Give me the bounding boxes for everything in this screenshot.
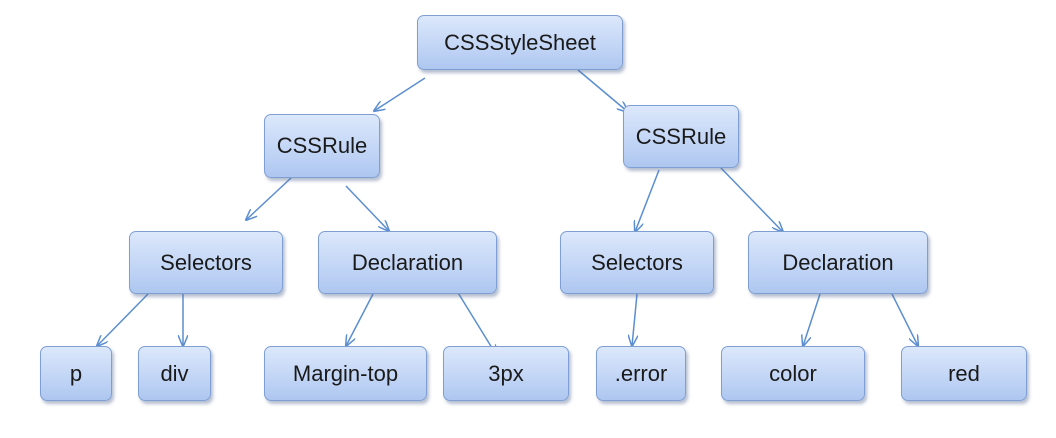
- edge-selectors-right-to-error: [632, 293, 637, 346]
- edge-rule-right-to-declaration: [720, 167, 783, 232]
- node-selectors-left: Selectors: [129, 231, 283, 294]
- edge-selectors-left-to-p: [97, 293, 149, 346]
- node-declaration-left: Declaration: [318, 231, 497, 294]
- node-color: color: [721, 346, 865, 401]
- node-selectors-right: Selectors: [560, 231, 714, 294]
- node-cssrule-right: CSSRule: [623, 105, 739, 168]
- edge-root-to-rule-right: [577, 69, 628, 112]
- edge-declaration-right-to-color: [803, 293, 821, 346]
- edge-rule-right-to-selectors: [635, 169, 660, 232]
- edge-declaration-left-to-margin-top: [346, 293, 374, 346]
- node-div: div: [138, 346, 211, 401]
- node-cssstylesheet: CSSStyleSheet: [417, 15, 623, 70]
- node-3px: 3px: [443, 346, 569, 401]
- node-margin-top: Margin-top: [264, 346, 427, 401]
- node-declaration-right: Declaration: [748, 231, 928, 294]
- edge-rule-left-to-selectors: [246, 177, 292, 220]
- edge-root-to-rule-left: [374, 77, 426, 111]
- edge-declaration-left-to-3px: [451, 282, 497, 356]
- node-error: .error: [596, 346, 686, 401]
- node-red: red: [901, 346, 1027, 401]
- edge-declaration-right-to-red: [891, 293, 918, 346]
- node-cssrule-left: CSSRule: [264, 114, 380, 178]
- edge-rule-left-to-declaration: [345, 185, 389, 231]
- node-p: p: [40, 346, 112, 401]
